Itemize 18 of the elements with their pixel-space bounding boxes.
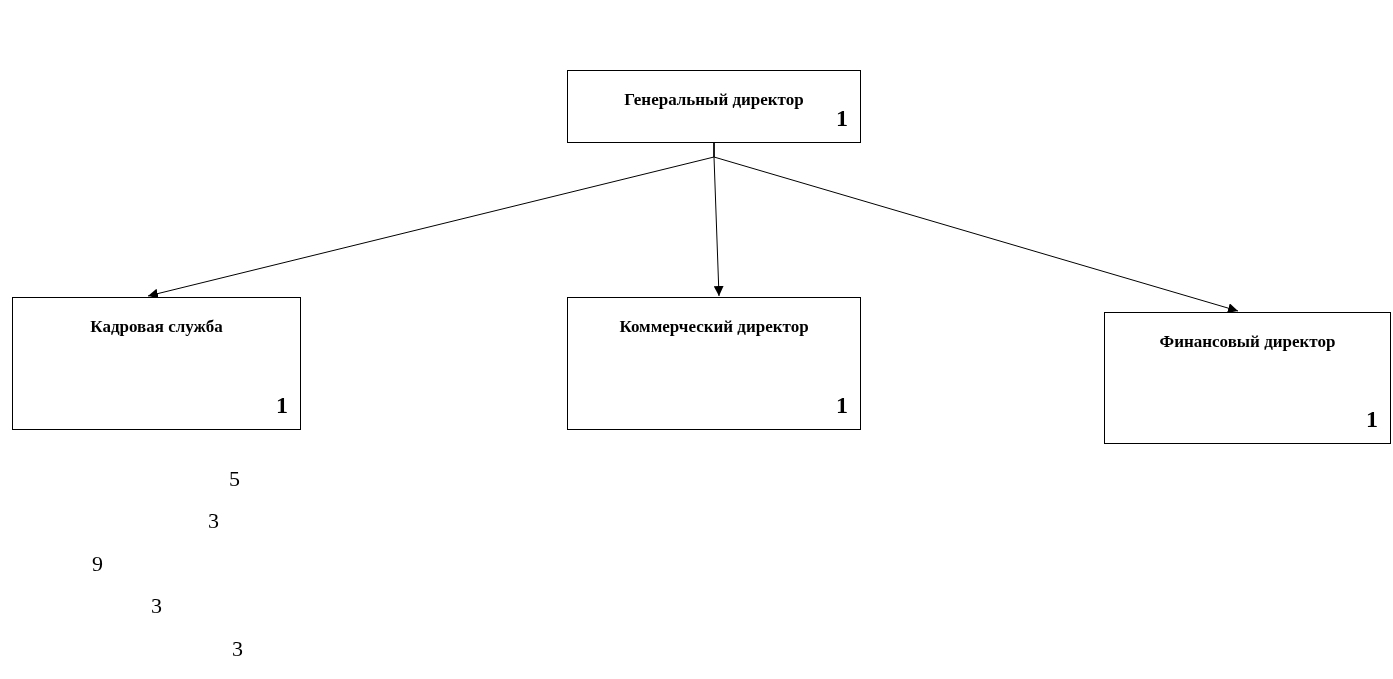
org-box xyxy=(12,297,301,430)
count-number: 1 xyxy=(836,391,848,420)
box-title: Коммерческий директор xyxy=(618,316,810,338)
number-label: 5 xyxy=(229,466,240,492)
number-label: 3 xyxy=(151,593,162,619)
count-number: 1 xyxy=(1366,405,1378,434)
box-title: Финансовый директор xyxy=(1158,331,1337,353)
count-number: 1 xyxy=(276,391,288,420)
box-title: Генеральный директор xyxy=(623,89,805,111)
number-label: 9 xyxy=(92,551,103,577)
number-label: 3 xyxy=(208,508,219,534)
count-number: 1 xyxy=(836,104,848,133)
box-title: Кадровая служба xyxy=(89,316,224,338)
org-box xyxy=(567,70,861,143)
number-label: 3 xyxy=(232,636,243,662)
org-box xyxy=(1104,312,1391,444)
org-box xyxy=(567,297,861,430)
arrow xyxy=(713,142,1239,313)
